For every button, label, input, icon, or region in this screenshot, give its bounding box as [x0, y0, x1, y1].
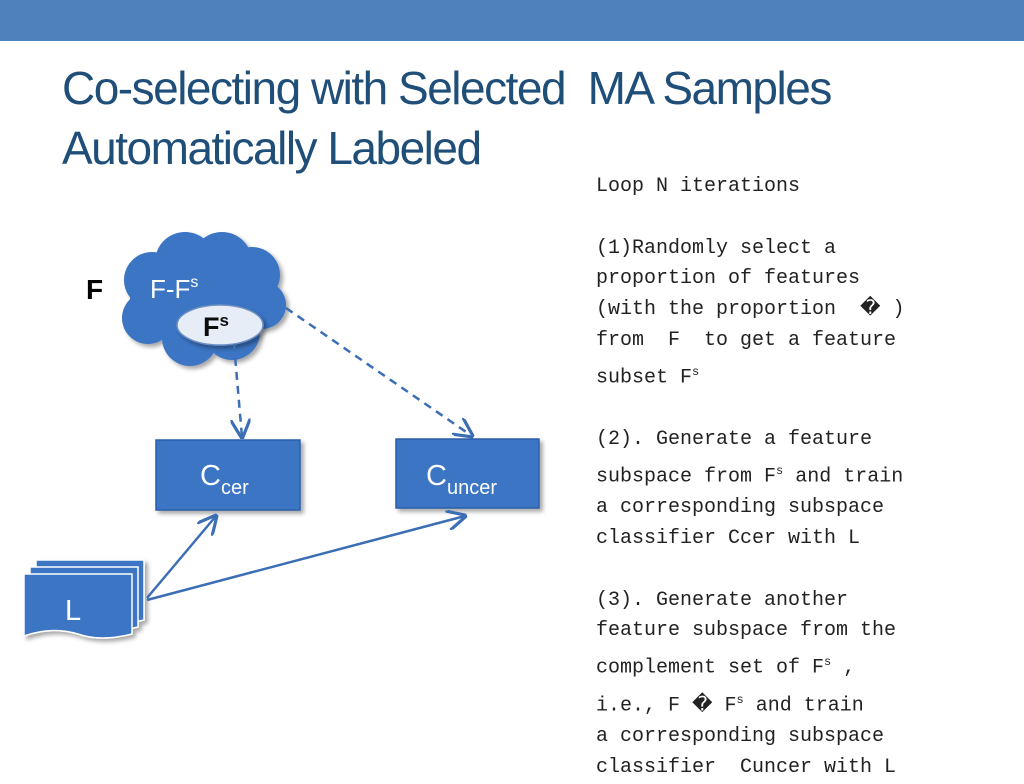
step-line: subspace from Fs and train [596, 463, 904, 489]
labeled-samples-stack [23, 559, 145, 639]
cuncer-classifier-box [395, 438, 540, 509]
selected-subset-ellipse [176, 304, 264, 346]
top-banner [0, 0, 1024, 41]
step-line: i.e., F � Fs and train [596, 692, 864, 718]
arrow-cloud-to-cuncer [285, 306, 472, 436]
step-line: (3). Generate another [596, 588, 849, 612]
algorithm-steps: Loop N iterations (1)Randomly select a p… [596, 172, 1016, 784]
feature-cloud [122, 232, 286, 366]
step-line: Loop N iterations [596, 175, 801, 198]
step-line: (1)Randomly select a [596, 236, 837, 260]
cuncer-label: Cuncer [426, 460, 497, 499]
selected-subset-label: Fs [203, 311, 229, 342]
arrow-l-to-cuncer [146, 516, 465, 602]
step-line: a corresponding subspace [596, 496, 885, 520]
full-feature-set-label: F [86, 274, 103, 305]
step-line: (with the proportion � ) [596, 298, 905, 322]
ccer-classifier-box [155, 439, 301, 511]
step-line: complement set of Fs , [596, 655, 856, 680]
labeled-samples-label: L [65, 595, 81, 627]
title-line-1: Co-selecting with Selected MA Samples [62, 62, 832, 114]
title-line-2: Automatically Labeled [62, 122, 482, 174]
co-selection-diagram: F-Fs Fs F Ccer Cuncer L [23, 232, 540, 639]
arrow-fs-to-ccer [234, 343, 242, 437]
step-line: from F to get a feature [596, 328, 897, 352]
step-line: (2). Generate a feature [596, 428, 873, 452]
slide-title: Co-selecting with Selected MA Samples Au… [62, 58, 962, 178]
step-line: subset Fs [596, 364, 700, 390]
cloud-label: F-Fs [150, 274, 198, 304]
ccer-label: Ccer [200, 460, 249, 499]
step-line: proportion of features [596, 267, 861, 291]
step-line: a corresponding subspace [596, 725, 885, 749]
step-line: classifier Cuncer with L [596, 755, 897, 779]
arrow-l-to-ccer [146, 516, 216, 599]
step-line: classifier Ccer with L [596, 527, 861, 551]
step-line: feature subspace from the [596, 619, 897, 643]
